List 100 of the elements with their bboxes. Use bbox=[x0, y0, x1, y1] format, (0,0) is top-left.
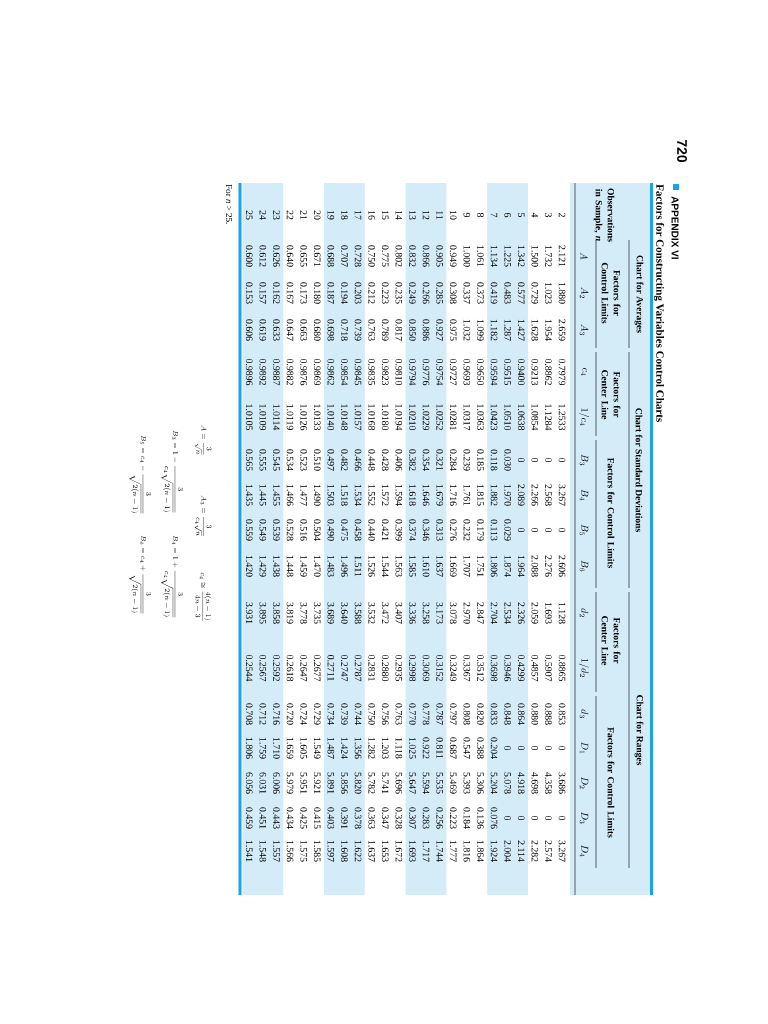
row-number: 11 bbox=[436, 211, 443, 220]
table-value: 1.445 bbox=[259, 484, 267, 506]
table-value: 0.2618 bbox=[286, 654, 294, 682]
table-value: 1.732 bbox=[545, 245, 552, 267]
table-value: 0.9400 bbox=[517, 358, 525, 386]
formula: $B_6=c_4+\frac{3}{\sqrt{2(n-1)}}$ bbox=[129, 535, 151, 614]
table-value: 0.179 bbox=[477, 519, 484, 541]
table-value: 0.9887 bbox=[273, 358, 280, 386]
table-value: 0 bbox=[517, 527, 525, 533]
table-value: 0.399 bbox=[395, 519, 403, 541]
table-value: 1.669 bbox=[449, 555, 457, 577]
table-value: 1.061 bbox=[477, 245, 484, 267]
table-value: 0.619 bbox=[259, 319, 267, 341]
table-value: 1.0363 bbox=[477, 404, 484, 431]
table-value: 0.7979 bbox=[558, 358, 566, 386]
group-heading: Chart for Averages bbox=[634, 255, 644, 333]
table-value: 0.770 bbox=[409, 703, 416, 725]
table-value: 1.025 bbox=[409, 737, 416, 759]
table-value: 0.739 bbox=[341, 703, 348, 725]
group-heading: Chart for Ranges bbox=[634, 695, 644, 766]
table-value: 0.2935 bbox=[395, 654, 403, 682]
table-value: 1.282 bbox=[368, 737, 375, 759]
table-value: 3.588 bbox=[354, 602, 362, 624]
table-value: 0.030 bbox=[504, 449, 511, 471]
table-value: 0.817 bbox=[395, 319, 403, 341]
table-value: 5.979 bbox=[286, 772, 294, 794]
table-value: 5.393 bbox=[463, 772, 471, 794]
table-value: 0 bbox=[531, 815, 539, 821]
table-value: 0.9854 bbox=[341, 358, 348, 386]
column-header: $1/d_2$ bbox=[579, 659, 589, 677]
table-value: 0.458 bbox=[354, 519, 362, 541]
table-value: 3.258 bbox=[422, 602, 430, 624]
table-value: 0.490 bbox=[327, 519, 335, 541]
table-value: 0.459 bbox=[245, 807, 253, 829]
table-value: 2.534 bbox=[504, 602, 511, 624]
table-value: 0.9515 bbox=[504, 358, 511, 386]
table-value: 1.503 bbox=[327, 484, 335, 506]
table-value: 0.734 bbox=[327, 703, 335, 725]
table-value: 0 bbox=[545, 815, 552, 821]
table-value: 1.751 bbox=[477, 555, 484, 577]
table-value: 3.267 bbox=[558, 840, 566, 862]
table-title: Factors for Constructing Variables Control Charts bbox=[653, 184, 665, 422]
row-number: 6 bbox=[504, 212, 511, 218]
table-value: 0.388 bbox=[477, 737, 484, 759]
table-value: 0.232 bbox=[463, 519, 471, 541]
table-value: 0.866 bbox=[422, 245, 430, 267]
table-value: 0.307 bbox=[409, 807, 416, 829]
column-header: $A$ bbox=[580, 252, 588, 260]
table-value: 1.679 bbox=[436, 484, 443, 506]
column-header: $1/c_4$ bbox=[579, 408, 589, 426]
table-value: 0.9794 bbox=[409, 358, 416, 386]
table-value: 1.717 bbox=[422, 840, 430, 862]
table-value: 0.549 bbox=[259, 519, 267, 541]
table-value: 0.750 bbox=[368, 703, 375, 725]
table-value: 0.3698 bbox=[490, 654, 498, 682]
table-value: 5.782 bbox=[368, 772, 375, 794]
table-value: 1.653 bbox=[381, 840, 389, 862]
table-value: 5.647 bbox=[409, 772, 416, 794]
table-value: 1.0126 bbox=[300, 404, 307, 431]
table-value: 0.428 bbox=[381, 449, 389, 471]
table-value: 0.2787 bbox=[354, 654, 362, 682]
table-value: 0.750 bbox=[368, 245, 375, 267]
table-value: 6.031 bbox=[259, 772, 267, 794]
table-value: 0.886 bbox=[422, 319, 430, 341]
table-value: 0.802 bbox=[395, 245, 403, 267]
table-value: 2.088 bbox=[531, 555, 539, 577]
table-value: 1.0252 bbox=[436, 404, 443, 430]
table-value: 5.820 bbox=[354, 772, 362, 794]
table-value: 0.363 bbox=[368, 807, 375, 829]
table-value: 2.606 bbox=[558, 555, 566, 577]
table-value: 0.927 bbox=[436, 319, 443, 341]
table-value: 1.622 bbox=[354, 840, 362, 862]
table-value: 0.440 bbox=[368, 519, 375, 541]
table-value: 0.797 bbox=[449, 703, 457, 725]
table-value: 0.9835 bbox=[368, 358, 375, 386]
table-value: 5.204 bbox=[490, 772, 498, 794]
column-header: $A_2$ bbox=[579, 287, 589, 299]
table-value: 1.2533 bbox=[558, 404, 566, 431]
row-number: 4 bbox=[531, 212, 539, 218]
table-value: 0.763 bbox=[368, 319, 375, 341]
table-value: 0.118 bbox=[490, 449, 498, 471]
table-value: 0.9876 bbox=[300, 358, 307, 386]
table-value: 5.921 bbox=[313, 772, 321, 794]
table-value: 1.438 bbox=[273, 555, 280, 577]
table-value: 1.534 bbox=[354, 484, 362, 506]
column-header: $d_2$ bbox=[579, 608, 589, 617]
table-value: 5.078 bbox=[504, 772, 511, 794]
row-number: 23 bbox=[273, 210, 280, 220]
table-value: 0.663 bbox=[300, 319, 307, 341]
table-value: 1.707 bbox=[463, 555, 471, 577]
table-value: 4.358 bbox=[545, 772, 552, 794]
table-value: 0.688 bbox=[327, 245, 335, 267]
table-value: 0.545 bbox=[273, 449, 280, 471]
table-value: 0 bbox=[531, 457, 539, 463]
table-value: 0.528 bbox=[286, 519, 294, 541]
table-value: 0.328 bbox=[395, 807, 403, 829]
table-value: 1.710 bbox=[273, 737, 280, 759]
table-value: 0.708 bbox=[245, 703, 253, 725]
table-value: 1.557 bbox=[273, 840, 280, 862]
table-value: 0.425 bbox=[300, 807, 307, 829]
